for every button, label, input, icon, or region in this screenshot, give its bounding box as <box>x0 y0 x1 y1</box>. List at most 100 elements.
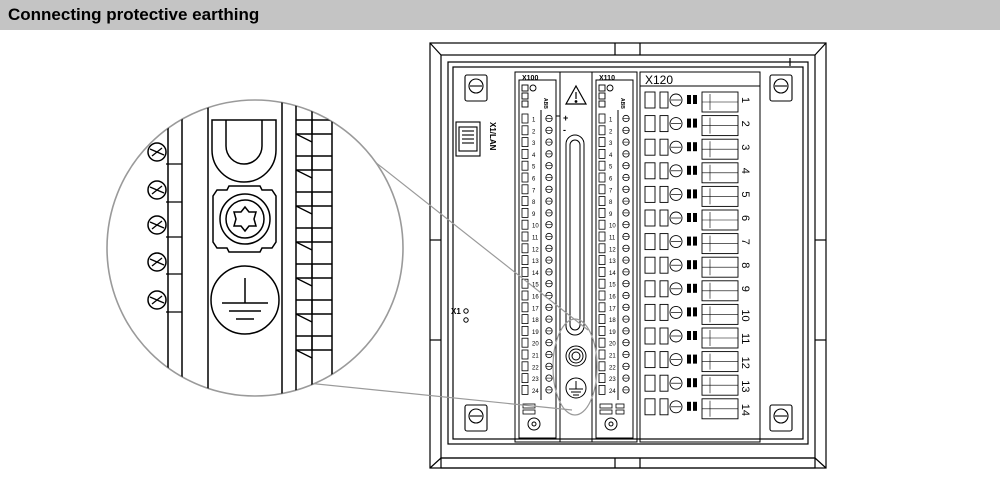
x110-terminal-number: 16 <box>609 295 616 301</box>
x100-terminal-screw <box>545 315 553 323</box>
magnified-terminal-screw <box>147 142 167 162</box>
magnified-screw-slot <box>151 295 163 305</box>
x110-terminal-screw <box>622 197 630 205</box>
x120-release-tab <box>687 213 691 222</box>
x120-clamp <box>644 209 656 227</box>
x120-terminal-number: 1 <box>739 97 751 103</box>
x100-terminal-number: 4 <box>532 153 536 159</box>
x110-terminal-clamp <box>598 290 606 301</box>
x1-label: X1 <box>451 307 461 316</box>
magnified-screw-slot <box>151 185 163 195</box>
x110-terminal-screw <box>622 386 630 394</box>
x110-terminal-number: 9 <box>609 212 613 218</box>
x110-terminal-clamp <box>598 314 606 325</box>
x120-clamp-inner <box>659 374 669 392</box>
x120-terminal-screw <box>669 400 683 414</box>
x120-release-tab <box>687 189 691 199</box>
x100-terminal-number: 9 <box>532 212 536 218</box>
x100-terminal-clamp <box>521 219 529 230</box>
x120-terminal-screw <box>669 353 683 367</box>
magnified-terminal-screw <box>147 180 167 200</box>
x110-terminal-screw <box>622 244 630 252</box>
page-title: Connecting protective earthing <box>8 5 260 24</box>
x110-terminal-number: 10 <box>609 224 616 230</box>
x120-terminal-screw <box>669 282 683 296</box>
x120-terminal-screw <box>669 140 683 154</box>
x100-terminal-number: 20 <box>532 342 539 348</box>
x110-terminal-number: 20 <box>609 342 616 348</box>
x110-terminal-screw <box>622 138 630 146</box>
x110-terminal-screw <box>622 350 630 359</box>
x120-clamp-inner <box>659 185 669 203</box>
x110-terminal-number: 21 <box>609 354 616 360</box>
magnifier-circle <box>106 99 404 397</box>
x100-terminal-number: 10 <box>532 224 539 230</box>
x110-terminal-clamp <box>598 278 606 289</box>
x120-terminal-number: 10 <box>739 309 751 321</box>
x110-terminal-number: 19 <box>609 330 616 336</box>
x120-module <box>639 71 761 443</box>
protective-earth-icon <box>565 377 587 399</box>
x120-terminal-number: 5 <box>739 191 751 197</box>
x110-terminal-screw <box>622 173 630 182</box>
x110-terminal-screw <box>622 280 630 288</box>
x120-clamp <box>644 256 656 274</box>
x110-terminal-clamp <box>598 302 606 313</box>
x120-release-tab <box>687 331 691 340</box>
x110-terminal-screw <box>622 327 630 335</box>
x120-clamp <box>644 327 656 345</box>
x120-terminal-number: 2 <box>739 121 751 127</box>
magnified-contact-spring <box>295 133 313 143</box>
x120-clamp-inner <box>659 209 669 227</box>
x120-release-tab <box>687 283 691 293</box>
x120-clamp <box>644 185 656 203</box>
x120-release-tab <box>687 401 691 411</box>
x100-terminal-screw <box>545 221 553 229</box>
x110-abb-logo: ABB <box>619 98 625 109</box>
x120-clamp-inner <box>659 327 669 345</box>
x110-terminal-screw <box>622 114 630 123</box>
x100-terminal-number: 14 <box>532 271 539 277</box>
x100-terminal-clamp <box>521 196 529 207</box>
x110-terminal-screw <box>622 150 630 158</box>
x100-terminal-number: 6 <box>532 177 536 183</box>
x110-terminal-clamp <box>598 219 606 230</box>
x120-release-tab <box>693 378 697 388</box>
x100-terminal-screw <box>545 256 553 264</box>
x110-terminal-screw <box>622 291 630 300</box>
x110-module <box>591 71 638 443</box>
x120-release-tab <box>693 118 697 128</box>
x110-terminal-clamp <box>598 373 606 384</box>
x110-terminal-screw <box>622 221 630 229</box>
x110-terminal-screw <box>622 232 630 241</box>
magnified-terminal-screw <box>147 215 167 235</box>
x100-label: X100 <box>522 75 538 82</box>
x120-clamp <box>644 115 656 133</box>
x110-terminal-screw <box>622 162 630 170</box>
x100-terminal-clamp <box>521 325 529 336</box>
x100-terminal-number: 16 <box>532 295 539 301</box>
x100-terminal-clamp <box>521 266 529 277</box>
x110-terminal-number: 11 <box>609 236 616 242</box>
magnified-screw-slot <box>151 257 163 267</box>
x120-terminal-number: 11 <box>739 333 751 344</box>
warning-triangle-icon <box>564 84 588 105</box>
magnified-contact-spring <box>295 205 313 215</box>
x110-terminal-number: 17 <box>609 306 616 312</box>
x110-terminal-number: 23 <box>609 377 616 383</box>
x120-release-tab <box>693 354 697 364</box>
x100-terminal-clamp <box>521 384 529 395</box>
x110-terminal-screw <box>622 209 630 217</box>
x110-terminal-clamp <box>598 160 606 171</box>
x100-terminal-number: 23 <box>532 377 539 383</box>
x120-terminal-screw <box>669 258 683 272</box>
earthing-screw-icon <box>565 345 587 367</box>
x100-terminal-screw <box>545 162 553 170</box>
x110-bottom-marks <box>599 403 625 415</box>
rj45-port-icon <box>455 121 481 157</box>
x100-terminal-number: 7 <box>532 188 536 194</box>
x100-terminal-clamp <box>521 231 529 242</box>
x100-terminal-number: 13 <box>532 259 539 265</box>
